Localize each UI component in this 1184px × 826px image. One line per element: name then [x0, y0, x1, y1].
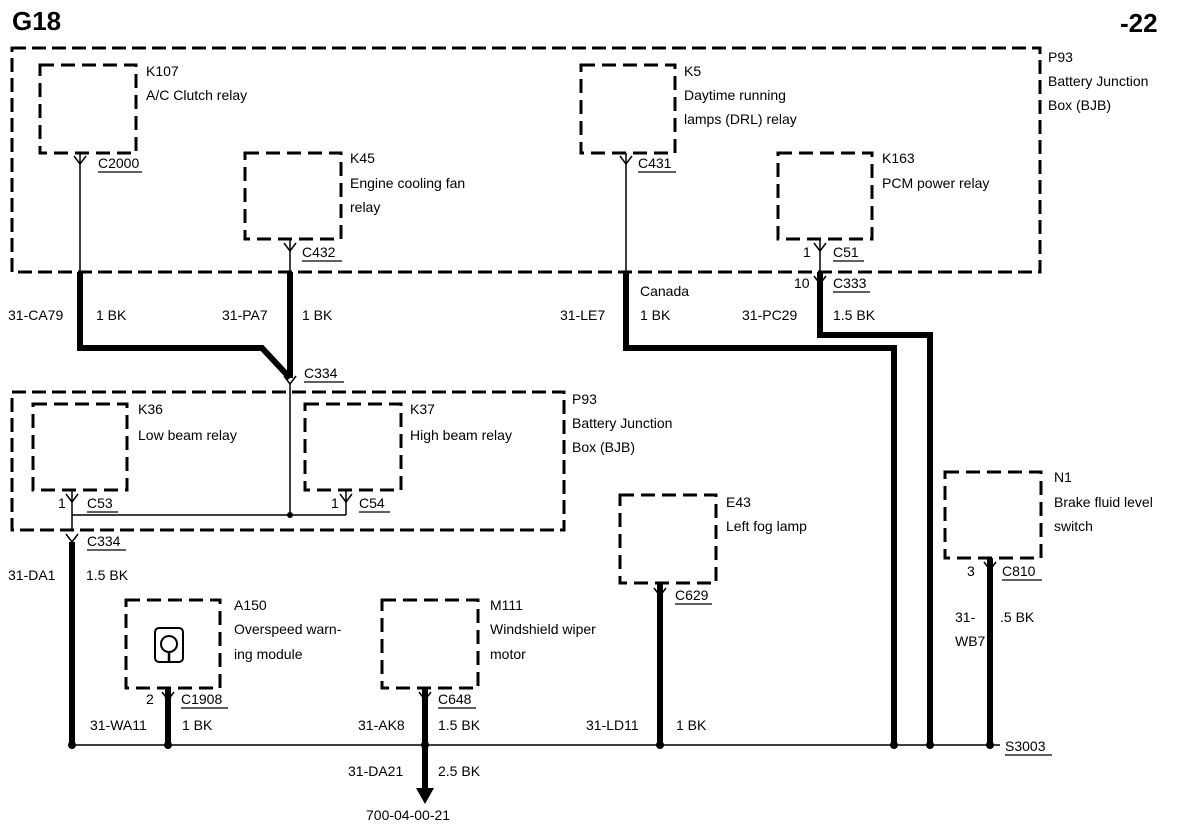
relay-k36-pin: 1 [58, 495, 66, 511]
relay-k107-box [38, 63, 138, 155]
relay-k36-name: Low beam relay [138, 427, 237, 443]
relay-k45-id: K45 [350, 150, 375, 166]
bjb-top-id: P93 [1048, 49, 1073, 65]
wire-wb7-circuit-1: 31- [955, 609, 976, 625]
page-number: -22 [1120, 8, 1158, 38]
switch-n1-pin: 3 [967, 563, 975, 579]
ground-reference: 700-04-00-21 [366, 807, 450, 823]
relay-k163-box [776, 151, 874, 241]
motor-m111-id: M111 [490, 597, 523, 613]
relay-k5-name-1: Daytime running [684, 87, 786, 103]
connector-c431: C431 [638, 155, 672, 171]
switch-n1-id: N1 [1054, 469, 1072, 485]
connector-c54: C54 [359, 495, 385, 511]
wire-ld11-circuit: 31-LD11 [586, 717, 639, 733]
wire-da21-circuit: 31-DA21 [348, 763, 403, 779]
relay-k107-id: K107 [146, 63, 179, 79]
relay-k45-name-2: relay [350, 199, 380, 215]
relay-k36-id: K36 [138, 401, 163, 417]
bjb-top-name-1: Battery Junction [1048, 73, 1148, 89]
wire-da21-gauge: 2.5 BK [438, 763, 481, 779]
wire-pa7-circuit: 31-PA7 [222, 307, 268, 323]
connector-c334-bottom: C334 [87, 533, 121, 549]
relay-k5-id: K5 [684, 63, 701, 79]
bjb-mid-name-2: Box (BJB) [572, 439, 635, 455]
connector-c334-top: C334 [304, 365, 338, 381]
relay-k163-id: K163 [882, 150, 915, 166]
motor-m111-box [380, 598, 480, 690]
wire-wb7-gauge: .5 BK [1000, 609, 1035, 625]
module-a150-box [124, 598, 222, 690]
bjb-mid-box [10, 390, 566, 532]
connector-c51: C51 [833, 244, 859, 260]
module-a150-pin: 2 [146, 691, 154, 707]
motor-m111-name-1: Windshield wiper [490, 621, 596, 637]
relay-k107-name: A/C Clutch relay [146, 87, 247, 103]
module-a150-name-1: Overspeed warn- [234, 621, 342, 637]
relay-k5-box [579, 63, 677, 155]
wire-le7-circuit: 31-LE7 [560, 307, 605, 323]
wire-pc29-circuit: 31-PC29 [742, 307, 797, 323]
wire-wa11-circuit: 31-WA11 [90, 717, 147, 733]
connector-c810: C810 [1002, 563, 1036, 579]
lamp-e43-name: Left fog lamp [726, 518, 807, 534]
wire-ak8-circuit: 31-AK8 [358, 717, 405, 733]
wire-ak8-gauge: 1.5 BK [438, 717, 481, 733]
connector-c1908: C1908 [181, 691, 222, 707]
relay-k36-box [31, 402, 129, 492]
splice-s3003: S3003 [1005, 738, 1046, 754]
wire-pa7-gauge: 1 BK [302, 307, 333, 323]
wire-wb7-circuit-2: WB7 [955, 633, 986, 649]
switch-n1-box [943, 470, 1043, 560]
wire-da1-gauge: 1.5 BK [86, 567, 129, 583]
relay-k163-name: PCM power relay [882, 175, 989, 191]
wire-ld11-gauge: 1 BK [676, 717, 707, 733]
motor-m111-name-2: motor [490, 646, 526, 662]
relay-k45-box [243, 151, 343, 241]
relay-k37-id: K37 [410, 401, 435, 417]
connector-c2000: C2000 [98, 155, 139, 171]
wire-le7-note: Canada [640, 283, 689, 299]
bjb-mid-name-1: Battery Junction [572, 415, 672, 431]
bjb-top-name-2: Box (BJB) [1048, 97, 1111, 113]
relay-k45-name-1: Engine cooling fan [350, 175, 465, 191]
relay-k37-box [303, 402, 403, 492]
wire-le7-gauge: 1 BK [640, 307, 671, 323]
lamp-e43-box [618, 493, 718, 585]
wire-ca79-circuit: 31-CA79 [8, 307, 63, 323]
connector-c629: C629 [675, 587, 709, 603]
relay-k37-name: High beam relay [410, 427, 512, 443]
module-a150-id: A150 [234, 597, 267, 613]
relay-k163-pin: 1 [803, 244, 811, 260]
switch-n1-name-2: switch [1054, 518, 1093, 534]
wire-da1-circuit: 31-DA1 [8, 567, 56, 583]
connector-c648: C648 [438, 691, 472, 707]
bjb-mid-id: P93 [572, 391, 597, 407]
connector-c432: C432 [302, 244, 336, 260]
lamp-e43-id: E43 [726, 494, 751, 510]
connector-c333: C333 [833, 275, 867, 291]
module-a150-name-2: ing module [234, 646, 303, 662]
connector-c53: C53 [87, 495, 113, 511]
switch-n1-name-1: Brake fluid level [1054, 494, 1153, 510]
bjb-top-box [10, 46, 1042, 274]
relay-k5-name-2: lamps (DRL) relay [684, 111, 797, 127]
wire-ca79-gauge: 1 BK [96, 307, 127, 323]
page-id: G18 [12, 6, 61, 36]
wire-pc29-gauge: 1.5 BK [833, 307, 876, 323]
connector-c333-pin: 10 [794, 275, 810, 291]
relay-k37-pin: 1 [331, 495, 339, 511]
wire-wa11-gauge: 1 BK [182, 717, 213, 733]
